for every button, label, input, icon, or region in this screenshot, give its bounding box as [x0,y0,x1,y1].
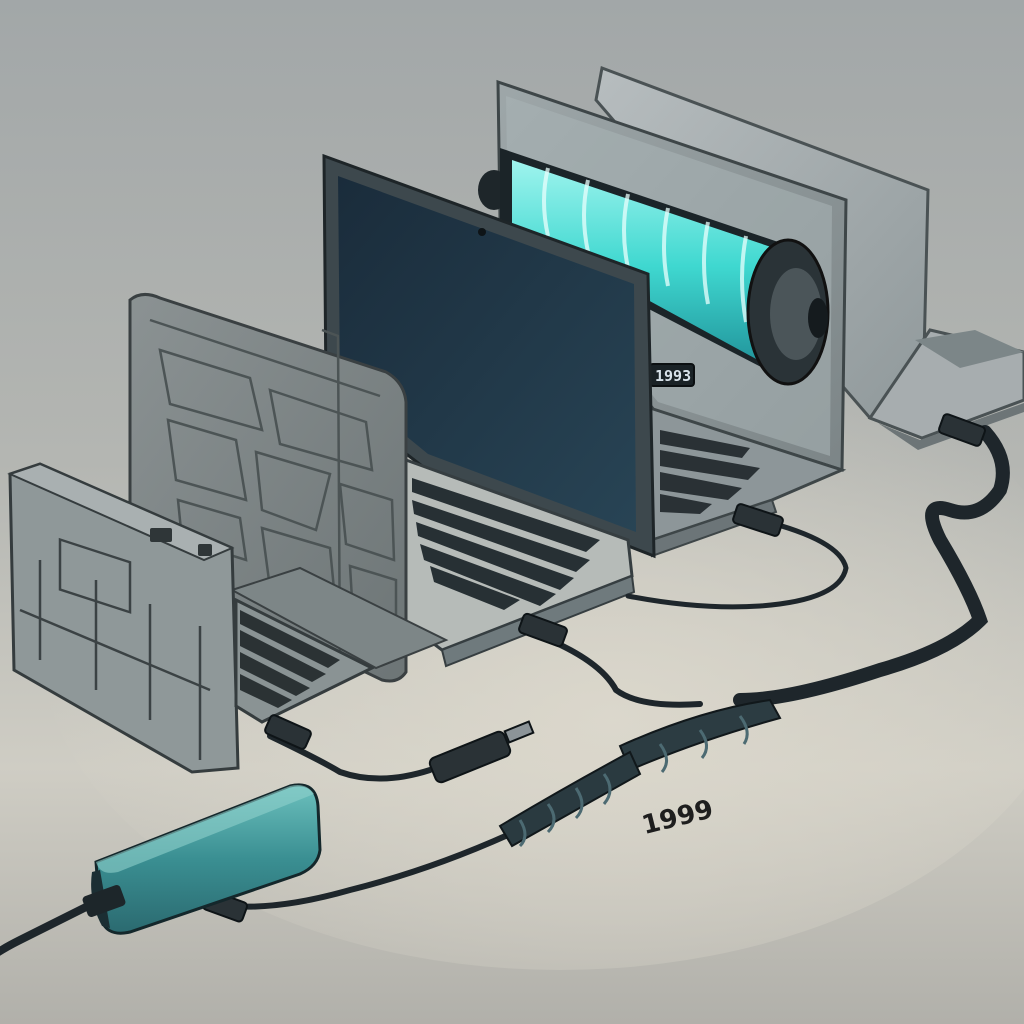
keyboard-keys [660,430,760,514]
laptop-middle [322,153,656,668]
screen-year-label: 1993 [655,367,691,385]
battery-icon: 1993 [478,148,830,387]
laptop-rugged-front [7,462,376,774]
power-bank [82,783,322,935]
cables [0,425,1010,956]
keyboard-keys [240,610,340,708]
cable-coil [498,698,782,848]
keyboard-keys [412,478,600,610]
usb-connector [201,413,986,923]
